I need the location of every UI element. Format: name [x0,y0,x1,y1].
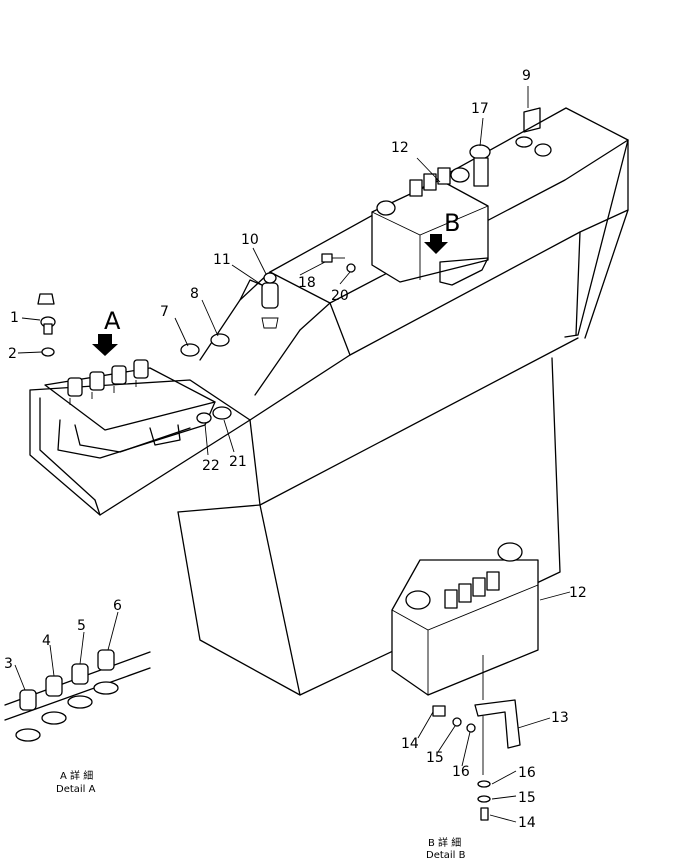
view-label-b: B [444,209,460,237]
detail-b-drawing [391,542,539,821]
callout-20: 20 [331,288,349,304]
cap-21 [212,406,232,420]
detail-a-caption-jp: A 詳 細 [60,769,93,782]
cap-9a [515,136,533,148]
washer-20 [346,263,356,273]
callout-18: 18 [298,275,316,291]
callout-8: 8 [190,286,199,302]
view-arrow-a [92,334,118,356]
switch-cluster-a [67,359,149,405]
callout-10: 10 [241,232,259,248]
detail-b-caption-en: Detail B [426,850,466,859]
lamp-7 [180,343,200,357]
callout-9: 9 [522,68,531,84]
detail-b-caption-jp: B 詳 細 [428,836,461,849]
detail-a-caption-en: Detail A [56,784,96,795]
callout-1: 1 [10,310,19,326]
callout-15a: 15 [426,750,444,766]
view-label-a: A [104,307,121,335]
callout-7: 7 [160,304,169,320]
callout-22: 22 [202,458,220,474]
callout-2: 2 [8,346,17,362]
callout-17: 17 [471,101,489,117]
callout-14b: 14 [518,815,536,831]
label-9 [523,107,541,133]
washer-2 [41,347,55,357]
callout-11: 11 [213,252,231,268]
buzzer-17 [469,144,491,187]
screw-18 [321,253,345,263]
callout-12b: 12 [569,585,587,601]
callout-15b: 15 [518,790,536,806]
callout-14a: 14 [401,736,419,752]
callout-4: 4 [42,633,51,649]
cap-9b [534,143,552,157]
callout-21: 21 [229,454,247,470]
callout-16a: 16 [452,764,470,780]
callout-6: 6 [113,598,122,614]
relay-unit-12 [371,167,489,283]
cap-loose [37,293,55,305]
callout-13: 13 [551,710,569,726]
callout-12: 12 [391,140,409,156]
leader-lines [14,86,571,823]
lamp-8 [210,333,230,347]
callout-5: 5 [77,618,86,634]
bracket-b [439,257,489,286]
callout-16b: 16 [518,765,536,781]
detail-a-drawing [4,649,151,742]
view-arrow-b [424,234,448,254]
cap-22 [196,412,212,424]
screw-1 [40,316,56,335]
key-switch-10 [261,272,279,329]
callout-3: 3 [4,656,13,672]
